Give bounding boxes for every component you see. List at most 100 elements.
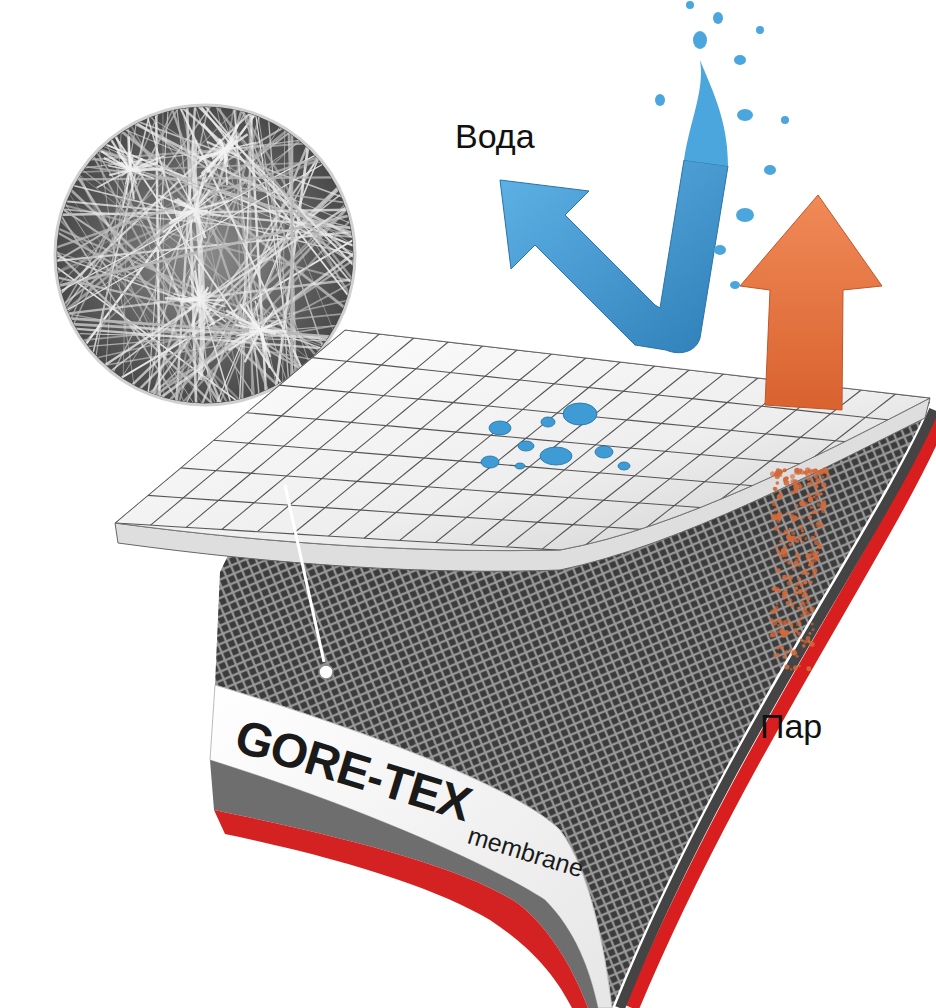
vapour-dot — [773, 654, 777, 658]
vapour-dot — [777, 512, 782, 517]
fiber — [86, 326, 337, 347]
vapour-dot — [803, 592, 808, 597]
fiber — [65, 202, 195, 404]
fiber-knot — [225, 135, 237, 150]
fiber-knot — [260, 330, 266, 350]
vapour-dot — [784, 650, 789, 655]
vapour-dot — [798, 577, 802, 581]
fiber-knot — [187, 210, 195, 241]
vapour-dot — [795, 504, 799, 508]
vapour-dot — [777, 517, 781, 521]
vapour-dot — [783, 577, 786, 580]
vapour-dot — [774, 526, 779, 531]
vapour-dot — [794, 601, 797, 604]
vapour-dot — [782, 575, 787, 580]
vapour-dot — [774, 507, 778, 511]
fiber — [124, 129, 352, 224]
vapour-particles — [769, 467, 830, 671]
fiber-strand — [194, 140, 203, 380]
vapour-dot — [777, 470, 782, 475]
vapour-dot — [787, 561, 791, 565]
vapour-dot — [815, 497, 818, 500]
vapour-dot — [821, 508, 824, 511]
vapour-dot — [792, 649, 797, 654]
vapour-dot — [784, 530, 789, 535]
grid-line — [246, 413, 840, 468]
fiber-knot — [192, 300, 200, 327]
vapour-dot — [814, 475, 818, 479]
vapour-dot — [775, 546, 778, 549]
fiber — [55, 157, 318, 248]
fiber-knot — [97, 170, 130, 188]
fiber-knot — [260, 330, 271, 357]
fiber-knot — [123, 170, 130, 208]
vapour-dot — [817, 544, 822, 549]
grid-line — [186, 338, 414, 527]
vapour-dot — [775, 474, 780, 479]
vapour-dot — [794, 511, 797, 514]
vapour-dot — [821, 509, 826, 514]
vapour-dot — [806, 666, 811, 671]
vapour-dot — [802, 609, 807, 614]
vapour-dot — [808, 497, 813, 502]
fiber-knot — [173, 210, 195, 220]
fiber — [91, 158, 353, 228]
vapour-dot — [804, 537, 807, 540]
vapour-dot — [807, 493, 811, 497]
fiber-knot — [195, 201, 229, 210]
vapour-dot — [823, 500, 826, 503]
vapour-dot — [801, 541, 804, 544]
vapour-dot — [806, 553, 812, 559]
water-arrow — [500, 60, 728, 353]
vapour-dot — [771, 632, 776, 637]
vapour-dot — [799, 486, 802, 489]
vapour-dot — [803, 580, 807, 584]
vapour-dot — [801, 530, 804, 533]
vapour-dot — [801, 533, 804, 536]
fiber-knot — [220, 139, 225, 150]
vapour-dot — [797, 606, 800, 609]
vapour-dot — [796, 554, 801, 559]
fiber — [283, 128, 285, 383]
vapour-dot — [793, 628, 797, 632]
vapour-dot — [792, 621, 795, 624]
vapour-dot — [812, 573, 817, 578]
fiber-knot — [203, 124, 225, 150]
vapour-dot — [802, 516, 805, 519]
fiber-knot — [177, 199, 195, 210]
grid-line — [649, 390, 861, 556]
vapour-label: Пар — [760, 708, 822, 745]
fiber — [172, 109, 268, 392]
fiber — [73, 108, 174, 325]
grid-line — [578, 382, 793, 551]
fiber — [56, 159, 320, 273]
vapour-dot — [815, 478, 821, 484]
grid-line — [115, 330, 345, 523]
vapour-dot — [791, 605, 794, 608]
vapour-dot — [782, 634, 785, 637]
vapour-dot — [776, 630, 779, 633]
vapour-dot — [811, 469, 815, 473]
fiber-knot — [130, 170, 154, 178]
vapour-dot — [810, 481, 814, 485]
vapour-dot — [777, 494, 782, 499]
fiber — [58, 109, 237, 286]
vapour-dot — [785, 589, 788, 592]
vapour-dot — [773, 608, 777, 612]
vapour-dot — [801, 602, 806, 607]
vapour-dot — [814, 491, 819, 496]
vapour-dot — [798, 524, 804, 530]
vapour-dot — [789, 623, 793, 627]
vapour-dot — [812, 557, 817, 562]
grid-line — [329, 354, 552, 536]
vapour-arrow — [740, 195, 882, 410]
vapour-dot — [793, 561, 798, 566]
fiber-knot — [260, 330, 270, 368]
vapour-dot — [801, 639, 804, 642]
fiber-knot — [177, 178, 195, 210]
vapour-dot — [808, 564, 811, 567]
vapour-dot — [815, 522, 820, 527]
vapour-dot — [790, 490, 794, 494]
vapour-dot — [797, 470, 802, 475]
fiber — [234, 108, 259, 395]
